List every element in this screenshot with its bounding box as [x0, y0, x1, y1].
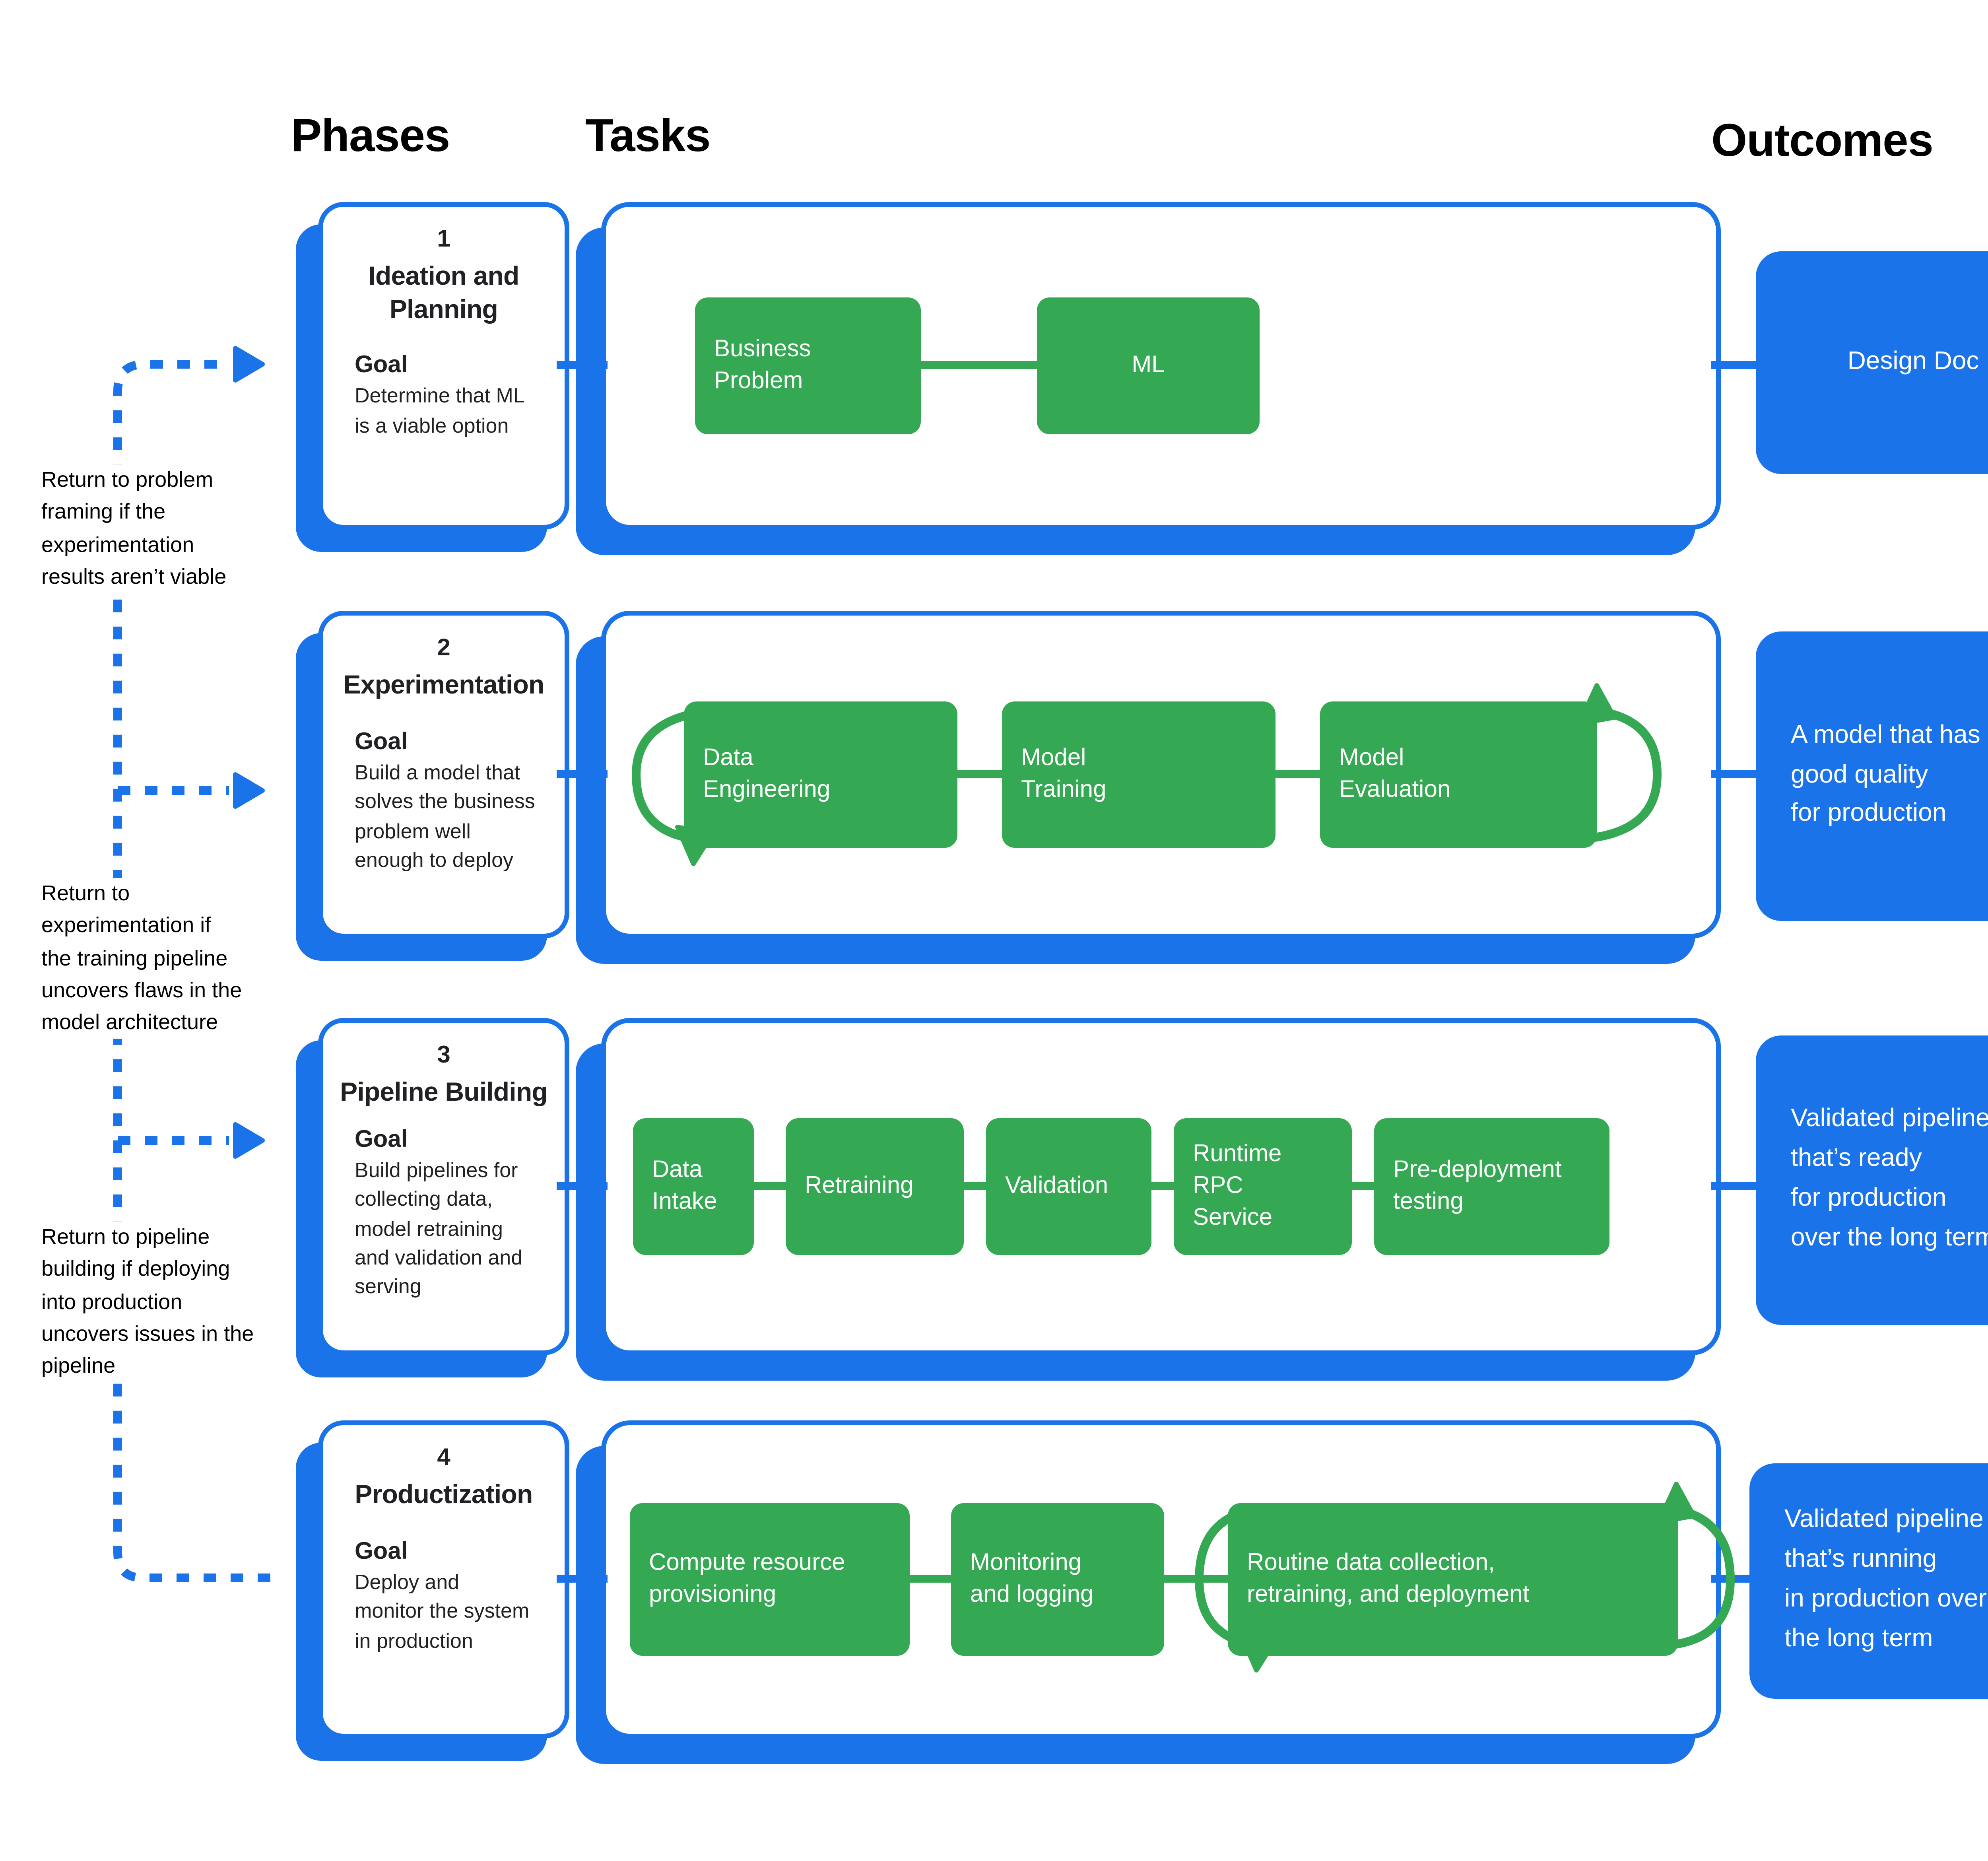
- connector-rpc-predeployment: [1349, 1182, 1380, 1190]
- phase-title: Experimentation: [343, 671, 544, 700]
- goal-label: Goal: [355, 1537, 408, 1565]
- goal-label: Goal: [355, 1125, 408, 1153]
- connector-validation-rpc: [1148, 1182, 1180, 1190]
- connector-monitoring-routine: [1161, 1575, 1234, 1583]
- arrowhead-to-phase3-icon: [233, 1122, 265, 1159]
- phase-title: Pipeline Building: [340, 1078, 548, 1107]
- connector-tasks1-outcome1: [1711, 361, 1762, 369]
- connector-tasks3-outcome3: [1711, 1182, 1762, 1190]
- connector-phase3-tasks: [557, 1182, 608, 1190]
- task-box-retraining: Retraining: [786, 1118, 964, 1255]
- task-box-validation: Validation: [986, 1118, 1151, 1255]
- connector-business-problem-ml: [918, 361, 1040, 369]
- task-box-compute-provisioning: Compute resource provisioning: [630, 1503, 910, 1656]
- arrowhead-to-phase2-icon: [233, 772, 265, 809]
- phase-card-experimentation: 2 Experimentation Goal Build a model tha…: [318, 611, 569, 938]
- outcome-box-pipeline-running-production: Validated pipeline that’s running in pro…: [1749, 1463, 1988, 1699]
- phase-card-pipeline-building: 3 Pipeline Building Goal Build pipelines…: [318, 1018, 569, 1355]
- goal-label: Goal: [355, 352, 408, 379]
- task-box-model-evaluation: Model Evaluation: [1320, 701, 1597, 848]
- task-box-data-engineering: Data Engineering: [684, 701, 957, 848]
- connector-training-evaluation: [1272, 770, 1323, 778]
- outcome-box-validated-pipeline-ready: Validated pipeline that’s ready for prod…: [1756, 1035, 1988, 1325]
- task-box-monitoring-logging: Monitoring and logging: [951, 1503, 1164, 1656]
- outcome-box-quality-model: A model that has good quality for produc…: [1756, 631, 1988, 921]
- column-header-tasks: Tasks: [585, 111, 711, 162]
- connector-provisioning-monitoring: [907, 1575, 957, 1583]
- task-box-routine-collection-retraining-deployment: Routine data collection, retraining, and…: [1228, 1503, 1678, 1656]
- goal-text: Determine that ML is a viable option: [355, 384, 525, 437]
- task-box-data-intake: Data Intake: [633, 1118, 754, 1255]
- goal-text: Deploy and monitor the system in product…: [355, 1569, 530, 1652]
- phase-title: Productization: [355, 1481, 533, 1509]
- annotation-return-problem-framing: Return to problem framing if the experim…: [41, 464, 267, 593]
- phase-number: 2: [437, 635, 450, 662]
- connector-tasks4-outcome4: [1711, 1575, 1759, 1583]
- goal-label: Goal: [355, 728, 408, 755]
- connector-intake-retraining: [751, 1182, 792, 1190]
- connector-phase2-tasks: [557, 770, 608, 778]
- task-box-runtime-rpc-service: Runtime RPC Service: [1174, 1118, 1352, 1255]
- connector-dataeng-training: [954, 770, 1005, 778]
- phase-number: 4: [437, 1444, 450, 1471]
- annotation-return-experimentation: Return to experimentation if the trainin…: [41, 878, 280, 1039]
- connector-tasks2-outcome2: [1711, 770, 1762, 778]
- task-box-predeployment-testing: Pre-deployment testing: [1374, 1118, 1609, 1255]
- connector-phase1-tasks: [557, 361, 608, 369]
- task-box-ml: ML: [1037, 297, 1260, 434]
- goal-text: Build pipelines for collecting data, mod…: [355, 1157, 523, 1299]
- outcome-box-design-doc: Design Doc: [1756, 251, 1988, 474]
- phase-number: 3: [437, 1042, 450, 1069]
- goal-text: Build a model that solves the business p…: [355, 760, 535, 872]
- annotation-return-pipeline-building: Return to pipeline building if deploying…: [41, 1222, 286, 1383]
- column-header-phases: Phases: [291, 111, 450, 162]
- task-box-model-training: Model Training: [1002, 701, 1276, 848]
- arrowhead-to-phase1-icon: [233, 346, 265, 383]
- phase-card-productization: 4 Productization Goal Deploy and monitor…: [318, 1420, 569, 1739]
- phase-title: Ideation and Planning: [368, 262, 519, 324]
- connector-retraining-validation: [961, 1182, 992, 1190]
- task-box-business-problem: Business Problem: [695, 297, 921, 434]
- connector-phase4-tasks: [557, 1575, 608, 1583]
- column-header-outcomes: Outcomes: [1711, 116, 1934, 167]
- phase-number: 1: [437, 226, 450, 253]
- phase-card-ideation-planning: 1 Ideation and Planning Goal Determine t…: [318, 202, 569, 530]
